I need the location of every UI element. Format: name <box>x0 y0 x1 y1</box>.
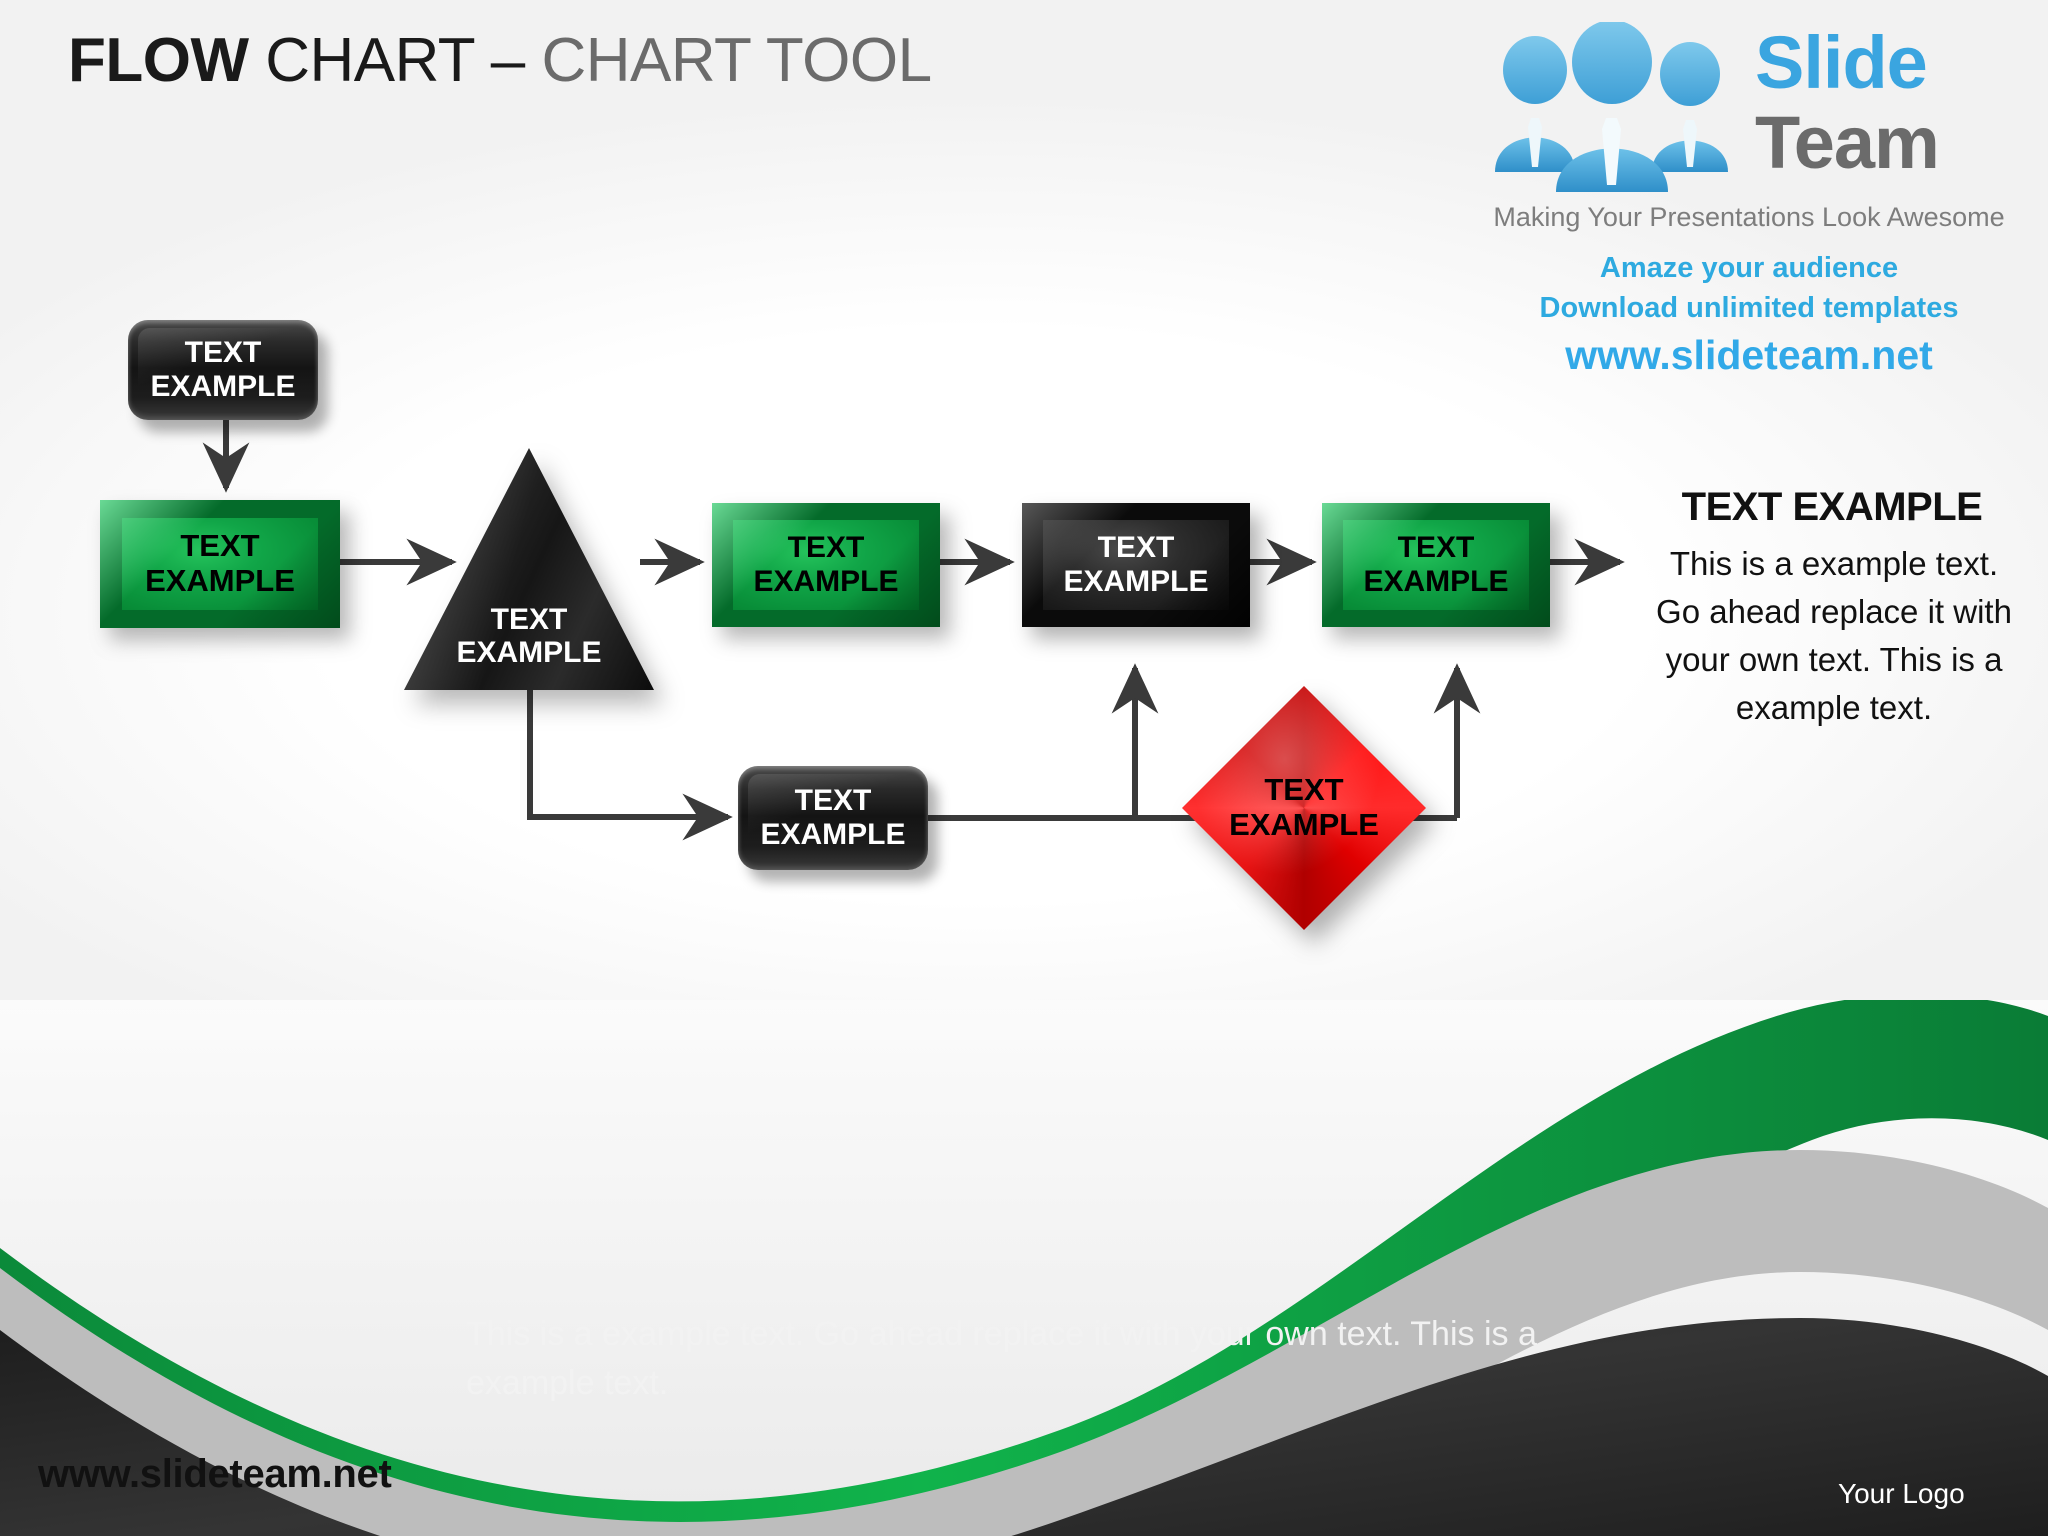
right-panel-heading: TEXT EXAMPLE <box>1681 485 1983 529</box>
logo-tagline: Making Your Presentations Look Awesome <box>1493 202 2005 232</box>
node-top-black-pill[interactable]: TEXT EXAMPLE <box>128 320 318 420</box>
node-green-2[interactable]: TEXT EXAMPLE <box>712 503 940 627</box>
node-triangle[interactable]: TEXT EXAMPLE <box>404 448 654 690</box>
right-panel-body: This is a example text. Go ahead replace… <box>1656 545 2012 726</box>
node-label-line1: TEXT <box>794 784 872 818</box>
logo-slide-text: Slide <box>1755 21 1928 104</box>
node-label: TEXT EXAMPLE <box>738 766 928 870</box>
logo-line-amaze: Amaze your audience <box>1599 252 1899 284</box>
node-label: TEXT EXAMPLE <box>128 320 318 420</box>
node-red-diamond[interactable]: TEXT EXAMPLE <box>1182 686 1426 930</box>
title-gray-part: CHART TOOL <box>541 26 932 95</box>
node-label-line2: EXAMPLE <box>760 818 906 851</box>
node-green-1[interactable]: TEXT EXAMPLE <box>100 500 340 628</box>
title-bold-part: FLOW <box>68 26 266 95</box>
wave-graphic <box>0 1000 2048 1536</box>
node-black-1[interactable]: TEXT EXAMPLE <box>1022 503 1250 627</box>
footer-logo-placeholder: Your Logo <box>1838 1478 1965 1509</box>
node-label-line2: EXAMPLE <box>150 370 296 403</box>
wave-dark-body <box>0 1318 2048 1536</box>
people-group-icon <box>1495 22 1728 192</box>
logo-website-url: www.slideteam.net <box>1565 332 1933 378</box>
node-green-3[interactable]: TEXT EXAMPLE <box>1322 503 1550 627</box>
node-lower-black-pill[interactable]: TEXT EXAMPLE <box>738 766 928 870</box>
footer-body-text: This is a example text. Go ahead replace… <box>466 1315 1537 1403</box>
slideteam-logo: Slide Team Making Your Presentations Loo… <box>1465 14 2025 378</box>
page-title: FLOW CHART – CHART TOOL <box>68 30 932 92</box>
logo-line-download: Download unlimited templates <box>1539 292 1959 324</box>
wave-gray <box>0 1150 2048 1536</box>
title-regular-part: CHART – <box>265 26 542 95</box>
node-label-line1: TEXT <box>184 336 262 370</box>
logo-team-text: Team <box>1755 101 1940 184</box>
footer-website-url[interactable]: www.slideteam.net <box>38 1452 392 1496</box>
footer-wave-band <box>0 1000 2048 1536</box>
